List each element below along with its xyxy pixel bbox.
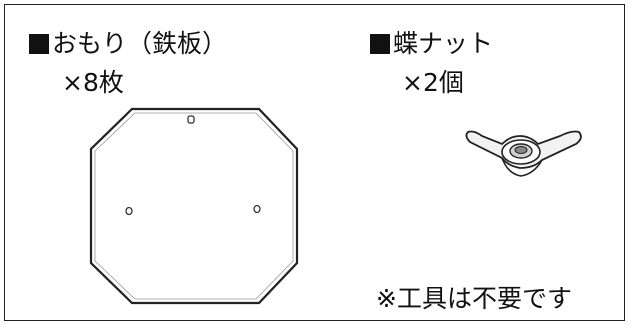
- iron-plate-illustration: [89, 107, 299, 305]
- bullet-square-icon: [29, 34, 49, 54]
- part-wingnut-name: 蝶ナット: [370, 29, 493, 59]
- wing-nut-icon: [465, 130, 582, 177]
- plate-hole-icon: [187, 115, 195, 124]
- bullet-square-icon: [370, 34, 390, 54]
- no-tools-note: ※工具は不要です: [376, 284, 572, 313]
- plate-hole-icon: [125, 206, 133, 216]
- parts-list-frame: おもり（鉄板） ×8枚 蝶ナット ×2個 ※工具は不要です: [4, 4, 625, 321]
- part-weight-quantity: ×8枚: [62, 68, 124, 97]
- part-weight-name: おもり（鉄板）: [29, 29, 227, 59]
- plate-hole-icon: [253, 204, 261, 214]
- part-wingnut-quantity: ×2個: [402, 68, 464, 97]
